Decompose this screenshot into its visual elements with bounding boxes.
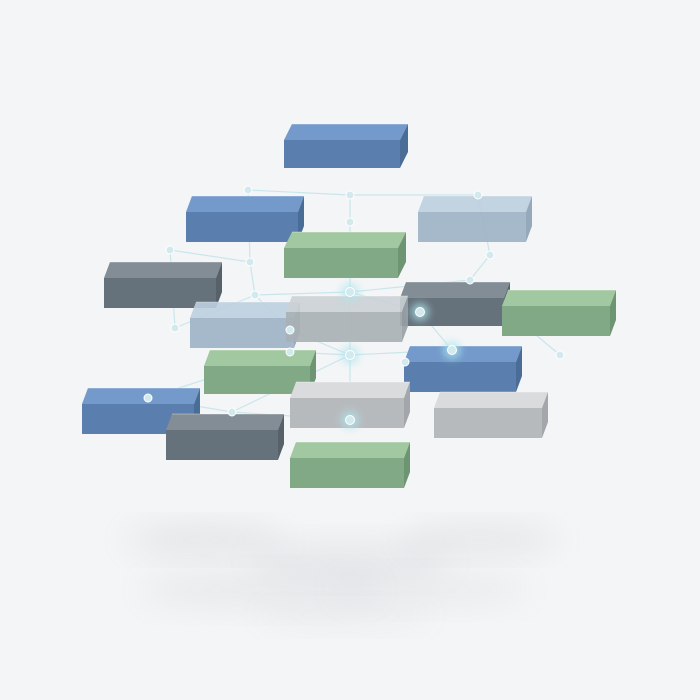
floor-shadow: [125, 526, 285, 554]
connection-node: [227, 407, 237, 417]
floor-shadow: [255, 603, 435, 627]
block-top-face: [418, 196, 532, 212]
block-green-right: [502, 289, 616, 336]
block-top-face: [290, 442, 410, 458]
connection-line: [249, 261, 256, 296]
block-side-face: [402, 296, 408, 342]
block-front-face: [418, 212, 526, 242]
block-front-face: [190, 318, 294, 348]
block-top-face: [284, 232, 406, 248]
block-green-upper: [284, 231, 406, 278]
block-gray-right: [434, 391, 548, 438]
connection-node: [415, 307, 425, 317]
block-green-bottom: [290, 441, 410, 488]
connection-node: [285, 347, 295, 357]
connection-node: [143, 393, 153, 403]
block-blue-left-high: [186, 195, 304, 242]
connection-node: [245, 257, 255, 267]
block-front-face: [290, 458, 404, 488]
connection-node: [285, 325, 295, 335]
connection-node: [345, 287, 355, 297]
block-top-face: [284, 124, 408, 140]
block-front-face: [400, 298, 504, 326]
connection-node: [345, 350, 355, 360]
block-side-face: [610, 290, 616, 336]
block-light-blue-center: [190, 301, 300, 348]
block-top-face: [502, 290, 616, 306]
connection-line: [254, 291, 351, 296]
block-front-face: [284, 140, 400, 168]
block-side-face: [278, 414, 284, 460]
block-light-blue-right: [418, 195, 532, 242]
block-front-face: [204, 366, 310, 394]
connection-line: [169, 249, 251, 263]
connection-node: [170, 323, 180, 333]
block-side-face: [400, 124, 408, 168]
block-side-face: [516, 346, 522, 392]
block-top-face: [166, 414, 284, 430]
block-front-face: [502, 306, 610, 336]
block-green-mid-left: [204, 349, 316, 394]
block-top-face: [190, 302, 300, 318]
connection-node: [447, 345, 457, 355]
block-gray-glass-center: [286, 295, 408, 342]
floor-shadow: [330, 574, 530, 606]
floor-shadows: [125, 526, 560, 627]
block-blue-top: [284, 123, 408, 168]
connection-node: [165, 245, 175, 255]
block-side-face: [298, 196, 304, 242]
block-top-face: [434, 392, 548, 408]
connection-node: [243, 185, 253, 195]
block-side-face: [526, 196, 532, 242]
block-side-face: [404, 442, 410, 488]
block-top-face: [404, 346, 522, 362]
block-side-face: [216, 262, 222, 308]
block-slate-left: [104, 261, 222, 308]
block-top-face: [186, 196, 304, 212]
connection-nodes: [143, 185, 565, 429]
floor-shadow: [250, 542, 450, 578]
connection-node: [465, 275, 475, 285]
block-front-face: [404, 362, 516, 392]
block-top-face: [104, 262, 222, 278]
connection-line: [469, 254, 491, 281]
block-top-face: [286, 296, 408, 312]
connection-node: [555, 350, 565, 360]
floor-shadow: [140, 572, 380, 608]
block-front-face: [186, 212, 298, 242]
connection-node: [345, 415, 355, 425]
block-front-face: [104, 278, 216, 308]
block-top-face: [82, 388, 200, 404]
connection-line: [247, 189, 351, 196]
block-blue-mid-right: [404, 345, 522, 392]
block-front-face: [284, 248, 398, 278]
connection-node: [250, 290, 260, 300]
floor-shadow: [400, 526, 560, 554]
connection-node: [345, 190, 355, 200]
block-front-face: [166, 430, 278, 460]
block-front-face: [434, 408, 542, 438]
block-front-face: [82, 404, 194, 434]
block-stack: [82, 123, 616, 488]
block-top-face: [290, 382, 410, 398]
connection-node: [473, 190, 483, 200]
block-slate-lower: [166, 413, 284, 460]
block-side-face: [398, 232, 406, 278]
block-front-face: [286, 312, 402, 342]
block-top-face: [204, 350, 316, 366]
connection-node: [400, 357, 410, 367]
connection-node: [345, 217, 355, 227]
block-slate-right: [400, 281, 510, 326]
block-blue-lower-left: [82, 387, 200, 434]
block-top-face: [400, 282, 510, 298]
connection-node: [485, 250, 495, 260]
block-side-face: [542, 392, 548, 438]
block-side-face: [404, 382, 410, 428]
